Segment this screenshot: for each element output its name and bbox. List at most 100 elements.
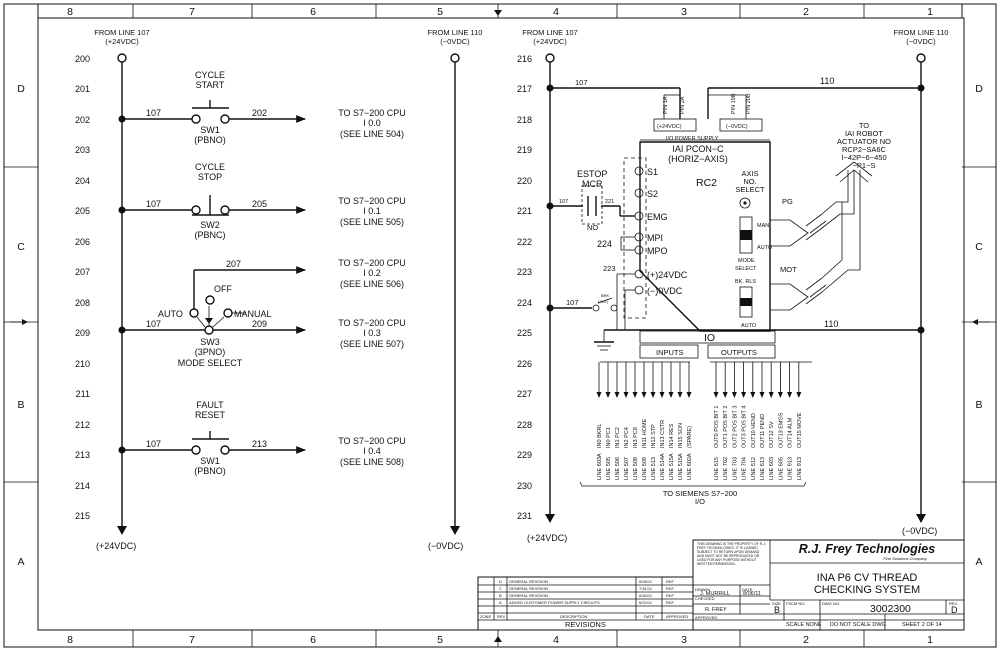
zone-row-left: D bbox=[17, 83, 25, 95]
revisions-title: REVISIONS bbox=[565, 620, 606, 629]
signal-arrowhead bbox=[596, 392, 602, 398]
from-line-voltage: (+24VDC) bbox=[533, 37, 567, 46]
zone-col-bottom: 2 bbox=[803, 634, 809, 646]
switch-type: (PBNO) bbox=[194, 135, 226, 145]
line-number: 200 bbox=[75, 54, 90, 64]
input-signal-name: IN13 CSTR bbox=[660, 420, 666, 448]
robot-label: IAI ROBOT bbox=[845, 129, 883, 138]
mode-select-label: SELECT bbox=[735, 266, 757, 272]
signal-arrowhead bbox=[796, 392, 802, 398]
zone-col-top: 4 bbox=[553, 6, 559, 18]
mode-auto-label: AUTO bbox=[757, 245, 773, 251]
line-number: 207 bbox=[75, 267, 90, 277]
robot-label: TO bbox=[859, 121, 869, 130]
rail-bottom-label: (−0VDC) bbox=[902, 526, 937, 536]
estop-relay: ESTOP MCR NO 107 221 bbox=[546, 169, 635, 232]
switch-type: (3PNO) bbox=[195, 347, 226, 357]
line-number: 206 bbox=[75, 237, 90, 247]
switch-title: CYCLE bbox=[195, 162, 225, 172]
zone-row-right: D bbox=[975, 83, 983, 95]
input-line-ref: LINE 506 bbox=[615, 457, 621, 480]
wire-number: 107 bbox=[575, 78, 588, 87]
signal-arrowhead bbox=[614, 392, 620, 398]
input-line-ref: LINE 508 bbox=[633, 457, 639, 480]
controller-axis: (HORIZ−AXIS) bbox=[668, 154, 728, 164]
output-line-ref: LINE 913 bbox=[797, 457, 803, 480]
input-line-ref: LINE 507 bbox=[624, 457, 630, 480]
dest-ref: (SEE LINE 506) bbox=[340, 279, 404, 289]
zone-col-top: 7 bbox=[189, 6, 195, 18]
rev-header-approved: APPROVED bbox=[666, 614, 688, 619]
io-power-label: I/O POWER SUPPLY bbox=[666, 136, 719, 142]
output-signal-name: OUT15 MOVE bbox=[797, 412, 803, 448]
robot-cable bbox=[805, 161, 873, 305]
ownership-notice: THIS DRAWING IS THE PROPERTY OF R.J. FRE… bbox=[697, 542, 766, 566]
rev-row-desc: GENERAL REVISION bbox=[509, 579, 548, 584]
input-signal-name: IN14 RES bbox=[669, 423, 675, 448]
axis-select-label: AXIS bbox=[741, 169, 758, 178]
wire-number: 107 bbox=[566, 298, 579, 307]
input-line-ref: LINE 515A bbox=[669, 453, 675, 480]
controller-tag: RC2 bbox=[696, 177, 717, 189]
rung-cycle-start: CYCLE START SW1 (PBNO) TO S7−200 CPU I 0… bbox=[118, 70, 406, 145]
input-line-ref: LINE 515A bbox=[678, 453, 684, 480]
mode-select-label: MODE bbox=[738, 258, 755, 264]
signal-arrowhead bbox=[731, 392, 737, 398]
signal-arrowhead bbox=[750, 392, 756, 398]
axis-select-label: SELECT bbox=[735, 185, 765, 194]
size-value: B bbox=[774, 605, 780, 615]
output-signal-name: OUT1 POS BIT 2 bbox=[723, 406, 729, 448]
wire-number: 107 bbox=[146, 319, 161, 329]
zone-col-bottom: 6 bbox=[310, 634, 316, 646]
from-line-voltage: (−0VDC) bbox=[440, 37, 470, 46]
input-line-ref: LINE 509 bbox=[642, 457, 648, 480]
zone-row-left: B bbox=[17, 399, 24, 411]
line-number: 205 bbox=[75, 206, 90, 216]
rev-row-rev: C bbox=[499, 586, 502, 591]
input-signal-name: IN12 STP bbox=[651, 424, 657, 448]
wire-number: 223 bbox=[603, 264, 616, 273]
from-line-voltage: (+24VDC) bbox=[105, 37, 139, 46]
output-signal-name: OUT13 EMGS bbox=[778, 412, 784, 448]
terminal-label: (+)24VDC bbox=[647, 270, 688, 280]
axis-select-label: NO. bbox=[743, 177, 756, 186]
signal-arrowhead bbox=[686, 392, 692, 398]
wire-number: 110 bbox=[820, 76, 834, 86]
switch-title: START bbox=[196, 80, 225, 90]
signal-arrowhead bbox=[787, 392, 793, 398]
from-line-label: FROM LINE 110 bbox=[428, 28, 483, 37]
output-line-ref: LINE 613 bbox=[760, 457, 766, 480]
robot-label: −P1−S bbox=[853, 161, 876, 170]
output-line-ref: LINE 702 bbox=[723, 457, 729, 480]
zone-col-bottom: 4 bbox=[553, 634, 559, 646]
line-number: 208 bbox=[75, 298, 90, 308]
zone-col-bottom: 5 bbox=[437, 634, 443, 646]
outputs-label: OUTPUTS bbox=[721, 348, 757, 357]
wire-number: 221 bbox=[605, 199, 614, 205]
output-signal-name: OUT11 PEND bbox=[760, 414, 766, 448]
input-line-ref: LINE 505 bbox=[606, 457, 612, 480]
pin-label: PIN 19B bbox=[731, 93, 737, 114]
output-signal-name: OUT3 POS BIT 4 bbox=[742, 406, 748, 448]
signal-arrowhead bbox=[641, 392, 647, 398]
rev-row-rev: A bbox=[499, 600, 502, 605]
switch-type: (PBNC) bbox=[195, 230, 226, 240]
pg-connector-label: PG bbox=[782, 197, 793, 206]
zone-col-top: 5 bbox=[437, 6, 443, 18]
dest-ref: (SEE LINE 508) bbox=[340, 457, 404, 467]
output-line-ref: LINE 913 bbox=[788, 457, 794, 480]
zone-col-bottom: 1 bbox=[927, 634, 933, 646]
line-number: 212 bbox=[75, 420, 90, 430]
signal-arrowhead bbox=[759, 392, 765, 398]
scale-value: SCALE NONE bbox=[786, 622, 822, 628]
line-number: 216 bbox=[517, 54, 532, 64]
estop-label: ESTOP bbox=[577, 169, 607, 179]
switch-type: (PBNO) bbox=[194, 466, 226, 476]
wire-number: 213 bbox=[252, 439, 267, 449]
to-siemens-io: I/O bbox=[695, 497, 705, 506]
output-signal-name: OUT10 HEND bbox=[751, 413, 757, 448]
rev-row-date: 6/22/11 bbox=[639, 600, 653, 605]
wire-number: 107 bbox=[146, 439, 161, 449]
rung-cycle-stop: CYCLE STOP SW2 (PBNC) TO S7−200 CPU I 0.… bbox=[118, 162, 406, 240]
rev-row-by: RKF bbox=[666, 579, 675, 584]
